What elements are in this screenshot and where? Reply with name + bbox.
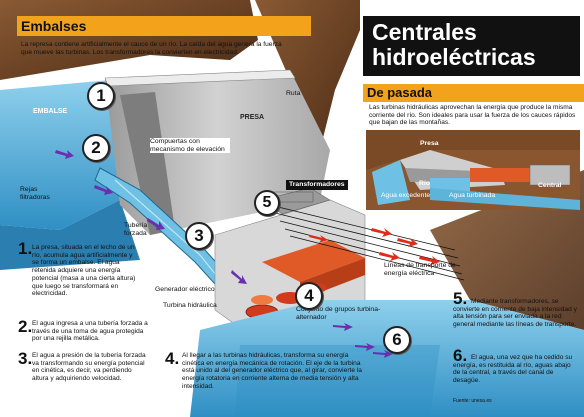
label-conjunto: Conjunto de grupos turbina-alternador [296,306,381,321]
label-compuertas: Compuertas con mecanismo de elevación [150,138,230,154]
circle-3: 3 [185,222,213,250]
step-3-number: 3. [18,349,33,368]
source-note: Fuente: unesa.es [453,398,492,404]
circle-4: 4 [295,282,323,310]
step-1-text: La presa, situada en el lecho de un río,… [32,244,136,298]
step-3-text: El agua a presión de la tubería forzada … [32,352,146,383]
flow-arrows [55,150,393,358]
mini-label-agua-turbinada: Agua turbinada [449,192,496,199]
circle-5: 5 [254,190,280,216]
embalses-title: Embalses [17,16,311,36]
main-title-box [363,16,580,76]
circle-2: 2 [82,134,110,162]
de-pasada-diagram [366,130,580,210]
mini-label-agua-excedente: Agua excedente [381,192,431,199]
label-generador: Generador eléctrico [155,286,215,293]
label-lineas: Líneas de transporte de energía eléctric… [384,262,456,277]
step-5-text: Mediante transformadores, se convierte e… [453,298,577,329]
label-transformadores: Transformadores [286,180,348,190]
embalses-description: La represa contiene artificialmente el c… [21,41,282,56]
reservoir-water [0,80,120,230]
mini-label-rio: Río [419,180,430,187]
mountain-right [255,0,360,175]
de-pasada-title: De pasada [363,84,584,102]
label-embalse: EMBALSE [33,108,68,115]
step-5-number: 5. [453,289,468,308]
step-6-number: 6. [453,346,468,365]
step-6-text: El agua, una vez que ha cedido su energí… [453,354,573,385]
step-4-number: 4. [165,349,180,368]
step-2-number: 2. [18,317,33,336]
circle-1: 1 [87,82,115,110]
step-2-text: El agua ingresa a una tubería forzada a … [32,320,148,343]
mini-label-central: Central [538,182,562,189]
mountain-left [0,0,258,80]
tailrace-water [190,300,584,417]
de-pasada-description: Las turbinas hidráulicas aprovechan la e… [369,104,576,127]
main-title: Centrales hidroeléctricas [372,19,536,70]
mini-label-presa: Presa [420,140,439,147]
label-turbina: Turbina hidráulica [163,302,217,309]
circle-6: 6 [383,326,411,354]
label-presa: PRESA [240,114,265,121]
label-ruta: Ruta [286,90,301,97]
energy-arrows [309,228,440,265]
step-1-number: 1. [18,239,33,258]
step-4-text: Al llegar a las turbinas hidráulicas, tr… [182,352,362,390]
label-rejas: Rejas filtradoras [20,186,50,201]
label-tuberia: Tubería forzada [124,222,148,237]
